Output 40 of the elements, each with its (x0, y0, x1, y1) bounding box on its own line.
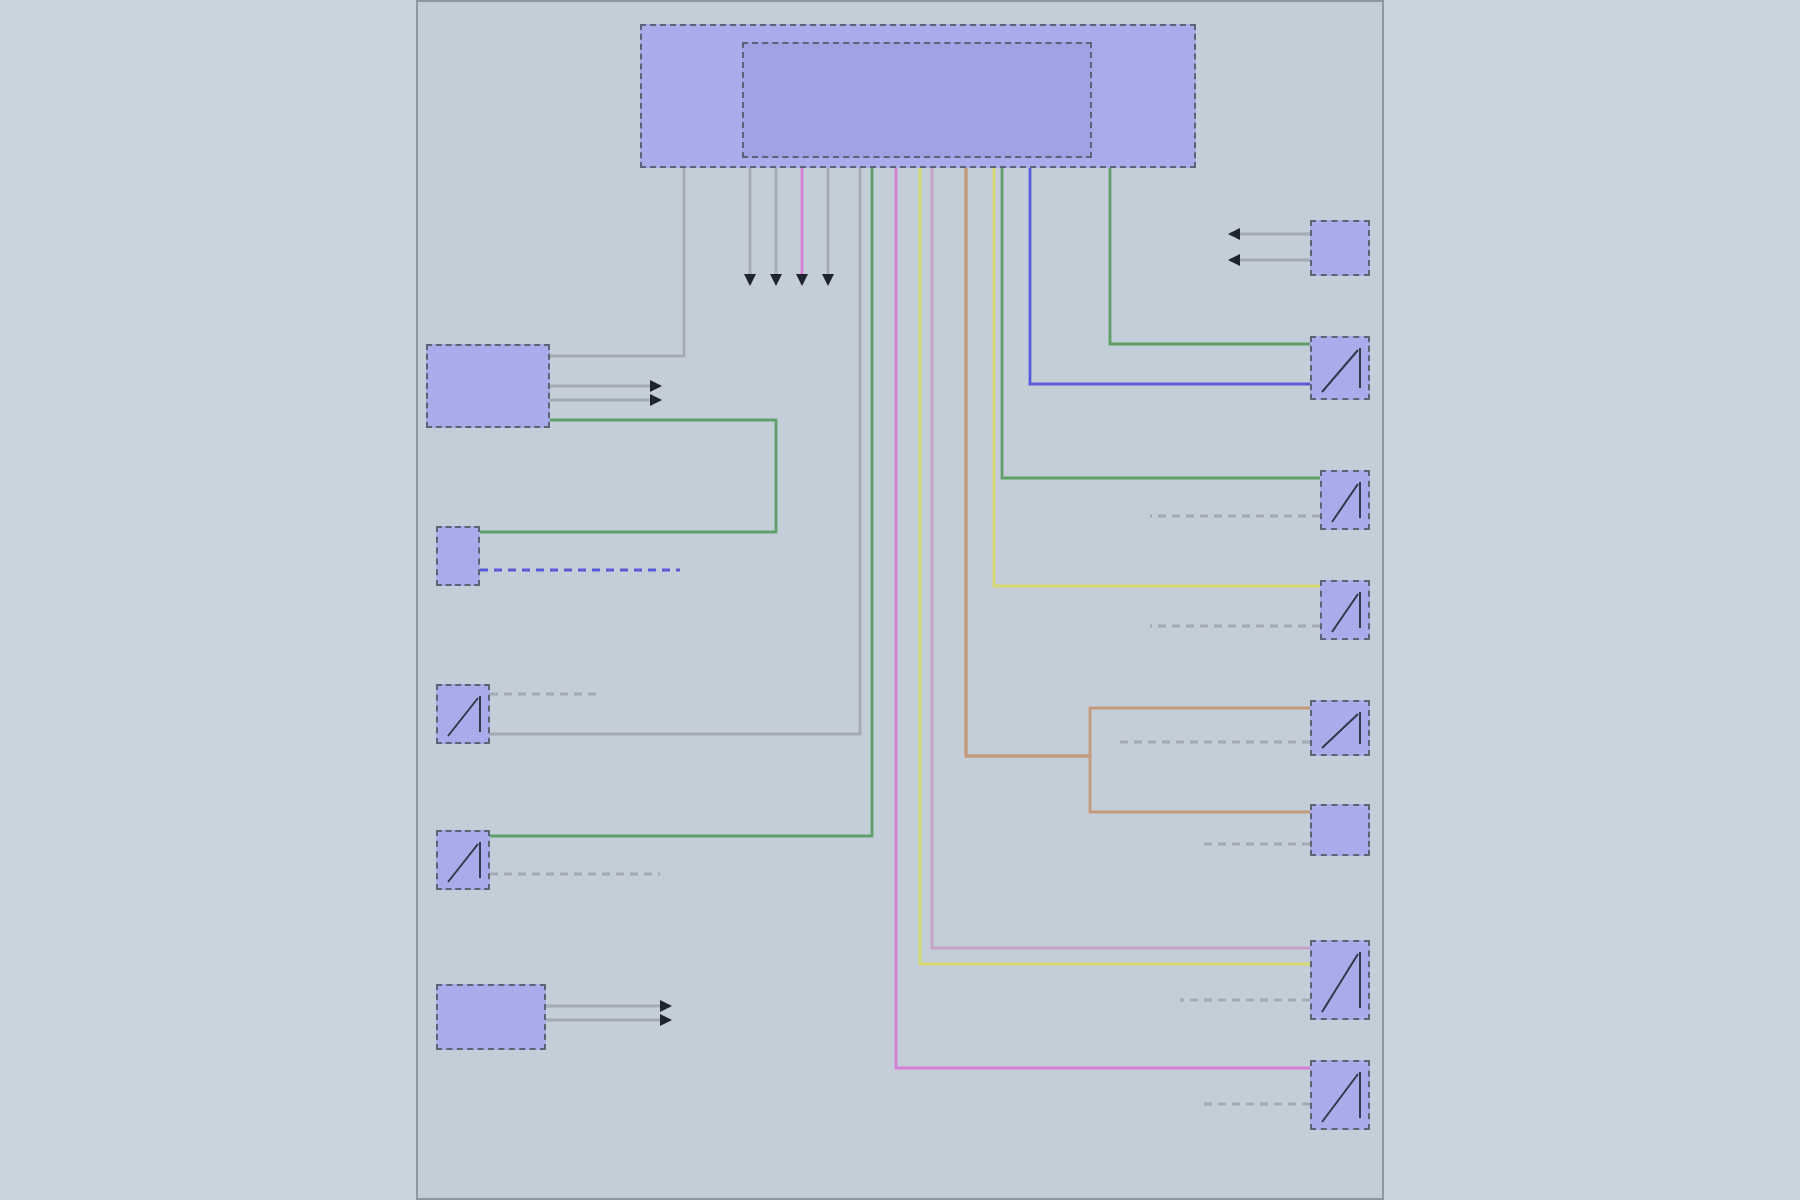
wire (490, 872, 660, 876)
switch-box (436, 684, 490, 744)
module-box (1310, 220, 1370, 276)
arrow (550, 394, 662, 406)
arrow (744, 168, 756, 286)
wire (1150, 624, 1320, 628)
connector-box (742, 42, 1092, 158)
wire (550, 168, 686, 358)
wire (480, 568, 680, 572)
arrow (546, 1014, 672, 1026)
arrow (1228, 228, 1310, 240)
wire (992, 168, 1320, 588)
wire (490, 692, 600, 696)
arrow (770, 168, 782, 286)
wire (1200, 1102, 1310, 1106)
wire (1200, 842, 1310, 846)
arrow (796, 168, 808, 286)
switch-box (1320, 470, 1370, 530)
switch-box (436, 830, 490, 890)
switch-box (1310, 700, 1370, 756)
switch-box (1320, 580, 1370, 640)
module-box (436, 526, 480, 586)
module-box (640, 24, 1196, 168)
wire (1108, 168, 1310, 346)
module-box (436, 984, 546, 1050)
module-box (1310, 804, 1370, 856)
wire (490, 168, 862, 736)
wire (1028, 168, 1310, 386)
arrow (1228, 254, 1310, 266)
arrow (546, 1000, 672, 1012)
wire (490, 168, 874, 838)
arrow (550, 380, 662, 392)
module-box (426, 344, 550, 428)
wire (1000, 168, 1320, 480)
wire (894, 168, 1310, 1070)
wire (1120, 740, 1310, 744)
wire (1180, 998, 1310, 1002)
wire (1150, 514, 1320, 518)
wire (480, 418, 778, 534)
arrow (822, 168, 834, 286)
